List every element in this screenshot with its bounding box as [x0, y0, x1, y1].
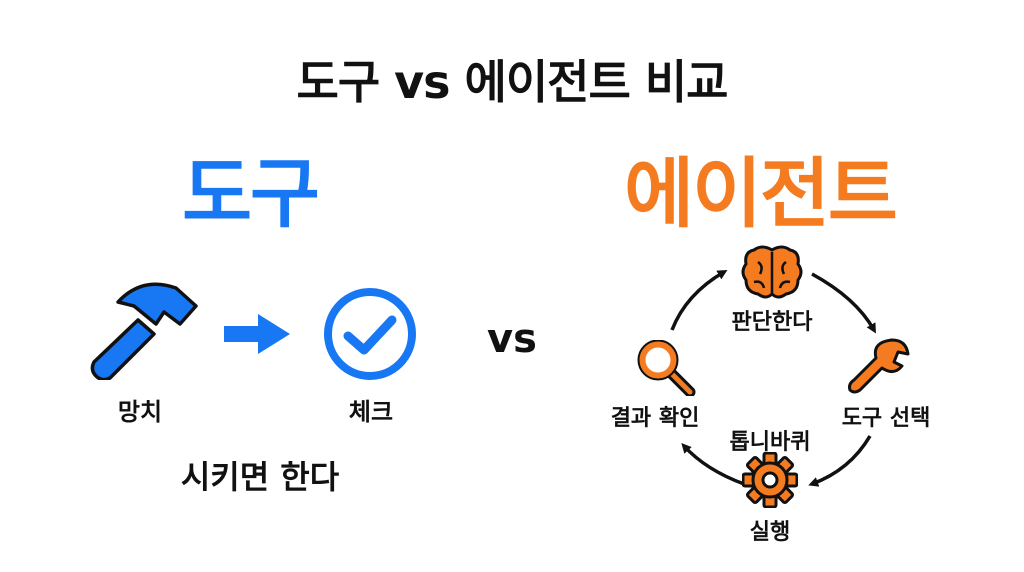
cycle-center-label: 톱니바퀴: [729, 430, 811, 455]
brain-icon: [741, 245, 803, 299]
cycle-arrows: [670, 269, 876, 487]
wrench-icon: [848, 338, 910, 394]
tool-heading: 도구: [182, 149, 320, 238]
cycle-step-label: 도구 선택: [841, 406, 931, 431]
cycle-step-label: 실행: [749, 520, 791, 545]
page-title: 도구 vs 에이전트 비교: [296, 55, 729, 109]
tool-step-label: 망치: [117, 398, 163, 426]
magnifier-icon: [637, 340, 696, 396]
check-circle-icon: [324, 288, 416, 380]
tool-step-label: 체크: [348, 398, 394, 426]
agent-heading: 에이전트: [624, 149, 898, 238]
cycle-step-label: 판단한다: [731, 310, 813, 335]
gear-icon: [742, 452, 798, 508]
tool-summary: 시키면 한다: [180, 458, 340, 496]
hammer-icon: [90, 282, 198, 380]
cycle-step-label: 결과 확인: [610, 406, 700, 431]
vs-label: vs: [487, 316, 537, 362]
arrow-right-icon: [224, 314, 290, 354]
